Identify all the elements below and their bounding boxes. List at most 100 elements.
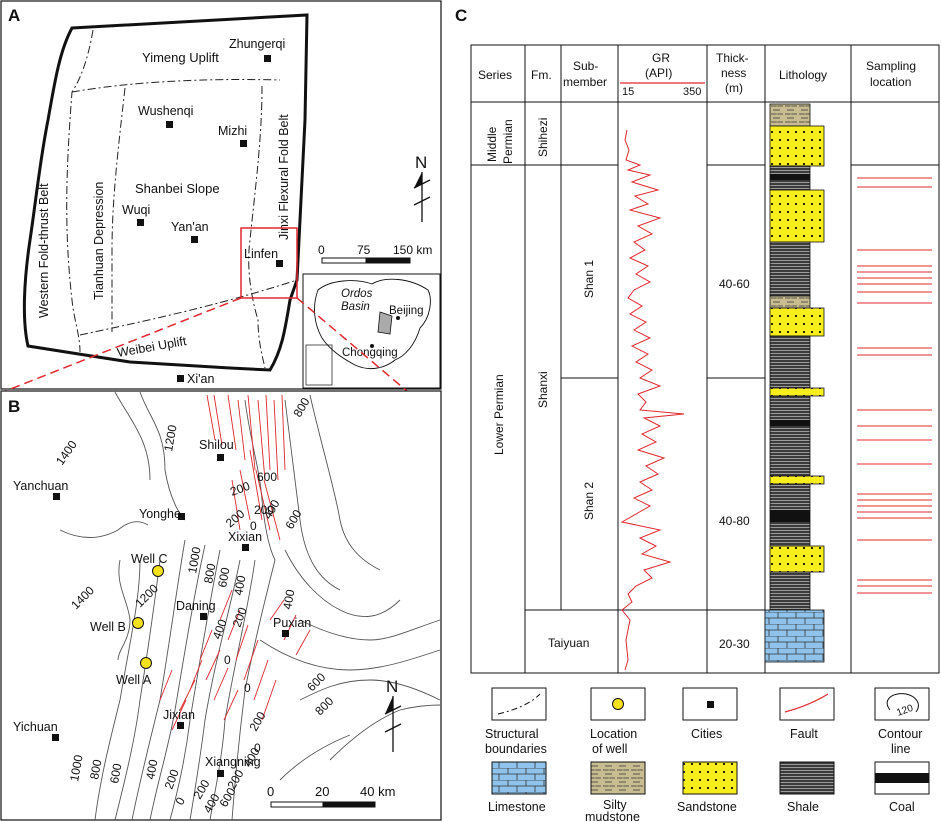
legend-coal-label: Coal: [889, 800, 915, 814]
contour-label: 600: [215, 566, 232, 588]
lith-coal: [770, 510, 810, 522]
city-shilou: Shilou: [199, 438, 234, 452]
city-wuqi: Wuqi: [122, 203, 150, 217]
contour-label: 400: [231, 574, 248, 596]
scale-label: 20: [315, 784, 329, 799]
legend-contour-label: Contour: [878, 727, 922, 741]
scale-label: 75: [357, 243, 371, 257]
coal-icon: [875, 773, 929, 783]
inset-beijing: Beijing: [389, 305, 424, 317]
legend-cities-label: Cities: [691, 727, 722, 741]
well-a-label: Well A: [116, 673, 152, 687]
header-sampling: Sampling: [866, 59, 916, 73]
header-fm: Fm.: [531, 68, 552, 82]
contour-label: 0: [250, 519, 257, 533]
scale-bar: 0 75 150 km: [318, 243, 432, 264]
scale-bar: 0 20 40 km: [267, 784, 395, 808]
header-submember: member: [563, 75, 607, 89]
header-thickness: ness: [721, 66, 746, 80]
legend-sandstone-box: [682, 761, 738, 795]
city-xian: Xi'an: [187, 372, 214, 386]
legend-contour-box: [874, 687, 930, 721]
region-yimeng: Yimeng Uplift: [142, 50, 219, 65]
north-arrow-icon: N: [413, 153, 431, 222]
header-thickness: (m): [725, 81, 743, 95]
legend-sandstone-label: Sandstone: [677, 800, 737, 814]
contour-label: 600: [257, 470, 277, 484]
lith-silty-mudstone: [769, 103, 811, 127]
north-label: N: [415, 153, 427, 172]
inset-basin-label: Ordos: [341, 288, 373, 300]
study-area-box: [240, 227, 298, 299]
city-marker: [178, 513, 185, 520]
north-label: N: [386, 677, 398, 696]
city-puxian: Puxian: [273, 616, 311, 630]
city-marker: [276, 260, 283, 267]
well-c-marker: [152, 565, 164, 577]
well-a-marker: [140, 657, 152, 669]
well-b-marker: [132, 617, 144, 629]
city-marker: [242, 544, 249, 551]
column-table: [470, 44, 940, 674]
city-daning: Daning: [176, 599, 216, 613]
well-icon: [612, 698, 624, 710]
sampling-arrows: [857, 177, 932, 594]
contour-label: 1000: [67, 753, 85, 782]
city-marker: [177, 722, 184, 729]
panel-b-letter: B: [8, 397, 20, 416]
lith-coal: [770, 174, 810, 180]
city-wushenqi: Wushenqi: [138, 104, 193, 118]
submember-shan1: Shan 1: [582, 260, 596, 298]
region-western: Western Fold-thrust Belt: [37, 183, 51, 318]
header-gr: GR: [652, 51, 670, 65]
lith-shale: [769, 395, 811, 477]
lith-sandstone: [769, 475, 825, 485]
lith-sandstone: [769, 307, 825, 337]
city-marker: [137, 219, 144, 226]
legend-structural-label: boundaries: [485, 742, 547, 756]
contour-label: 200: [228, 479, 252, 499]
region-jinxi: Jinxi Flexural Fold Belt: [277, 114, 291, 240]
city-zhungerqi: Zhungerqi: [229, 37, 285, 51]
zoom-connector: [2, 297, 409, 393]
ordos-basin-outline: [22, 13, 309, 372]
thickness-taiyuan: 20-30: [719, 637, 750, 651]
scale-label: 0: [318, 243, 325, 257]
fault-icon: [784, 693, 829, 713]
panel-c-letter: C: [455, 6, 467, 25]
city-mizhi: Mizhi: [218, 124, 247, 138]
inset-chongqing: Chongqing: [342, 347, 398, 359]
contour-label: 400: [143, 758, 160, 780]
contour-label: 200: [162, 767, 182, 791]
header-lithology: Lithology: [779, 68, 827, 82]
contour-label: 1000: [185, 545, 203, 574]
series-middle: Middle: [485, 126, 499, 162]
header-thickness: Thick-: [716, 51, 749, 65]
gr-curve: [620, 129, 685, 671]
city-marker: [217, 454, 224, 461]
well-b-label: Well B: [90, 620, 126, 634]
lith-shale: [769, 335, 811, 389]
contour-label: 200: [230, 605, 250, 629]
well-c-label: Well C: [131, 552, 168, 566]
lith-limestone: [764, 609, 825, 663]
region-shanbei: Shanbei Slope: [135, 181, 220, 196]
contour-label: 400: [210, 617, 230, 641]
lithology-column: [764, 103, 825, 663]
inset-basin-label: Basin: [341, 301, 370, 313]
legend-limestone-label: Limestone: [488, 800, 546, 814]
series-lower: Lower Permian: [492, 374, 506, 455]
formation-taiyuan: Taiyuan: [548, 636, 589, 650]
legend-contour-label: line: [891, 742, 911, 756]
china-inset: Ordos Basin Beijing Chongqing: [302, 273, 441, 389]
scale-label: 40 km: [360, 784, 395, 799]
contour-icon: [886, 693, 919, 713]
formation-shihezi: Shihezi: [536, 118, 550, 157]
city-yanan: Yan'an: [171, 220, 209, 234]
legend-well-label: of well: [592, 742, 627, 756]
gr-min: 15: [622, 86, 634, 98]
panel-b: B: [0, 390, 442, 821]
north-arrow-icon: N: [384, 677, 402, 752]
scale-label: 0: [267, 784, 274, 799]
